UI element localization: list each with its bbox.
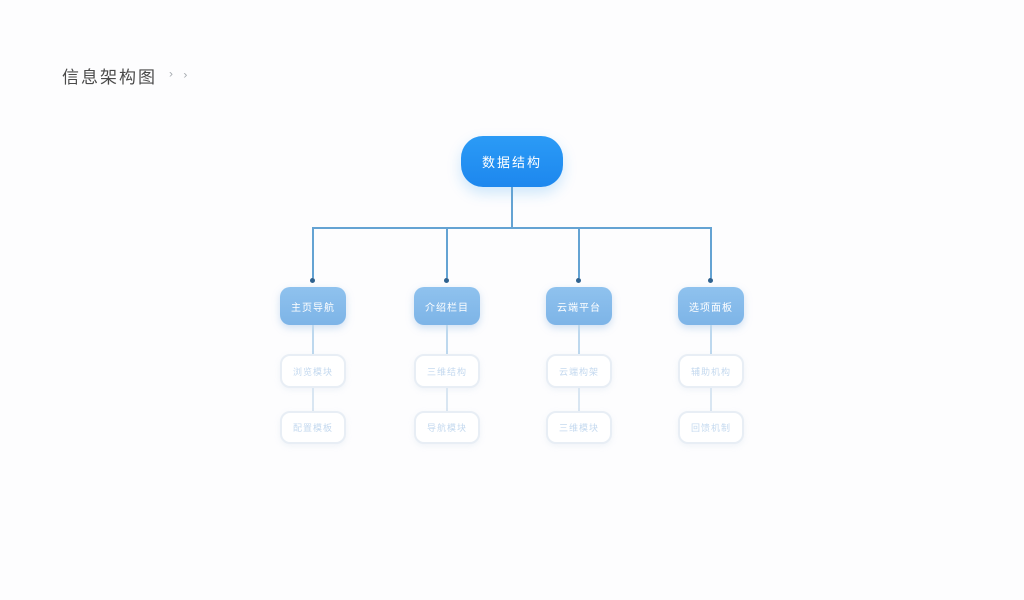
diagram-root-label: 数据结构: [481, 155, 542, 170]
diagram-branch-node[interactable]: 主页导航: [280, 287, 346, 325]
connector-branch-leaf: [312, 325, 314, 354]
diagram-leaf-node[interactable]: 回馈机制: [678, 411, 744, 444]
diagram-leaf-label: 配置模板: [292, 423, 333, 433]
diagram-branch-node[interactable]: 选项面板: [678, 287, 744, 325]
connector-leaf-leaf: [312, 388, 314, 411]
diagram-leaf-label: 云端构架: [558, 366, 599, 377]
connector-branch-leaf: [446, 325, 448, 354]
diagram-leaf-label: 三维模块: [558, 423, 599, 433]
connector-drop-3: [578, 228, 580, 278]
diagram-branch-column: 选项面板 辅助机构 回馈机制: [678, 287, 744, 444]
connector-dot-4: [708, 278, 713, 283]
diagram-branch-node[interactable]: 云端平台: [546, 287, 612, 325]
connector-drop-2: [446, 228, 448, 278]
diagram-leaf-node[interactable]: 三维结构: [414, 354, 480, 388]
diagram-leaf-label: 浏览模块: [292, 366, 333, 377]
diagram-leaf-label: 三维结构: [426, 366, 467, 377]
diagram-leaf-node[interactable]: 三维模块: [546, 411, 612, 444]
connector-leaf-leaf: [710, 388, 712, 411]
diagram-branch-column: 介绍栏目 三维结构 导航模块: [414, 287, 480, 444]
connector-dot-2: [444, 278, 449, 283]
diagram-leaf-node[interactable]: 导航模块: [414, 411, 480, 444]
diagram-branch-label: 介绍栏目: [425, 302, 469, 314]
diagram-root-node[interactable]: 数据结构: [461, 136, 563, 187]
diagram-branch-label: 选项面板: [689, 302, 733, 314]
diagram-branch-label: 云端平台: [557, 302, 601, 314]
connector-leaf-leaf: [578, 388, 580, 411]
diagram-branch-column: 云端平台 云端构架 三维模块: [546, 287, 612, 444]
diagram-leaf-node[interactable]: 浏览模块: [280, 354, 346, 388]
diagram-leaf-node[interactable]: 配置模板: [280, 411, 346, 444]
diagram-leaf-label: 辅助机构: [690, 366, 731, 377]
diagram-leaf-node[interactable]: 辅助机构: [678, 354, 744, 388]
diagram-leaf-label: 导航模块: [426, 423, 467, 433]
connector-drop-4: [710, 228, 712, 278]
connector-dot-1: [310, 278, 315, 283]
diagram-leaf-label: 回馈机制: [690, 423, 731, 433]
chevron-right-icon: ›: [183, 68, 188, 82]
diagram-branch-column: 主页导航 浏览模块 配置模板: [280, 287, 346, 444]
connector-drop-1: [312, 228, 314, 278]
connector-branch-leaf: [578, 325, 580, 354]
chevron-right-icon: ›: [169, 67, 173, 81]
diagram-branch-node[interactable]: 介绍栏目: [414, 287, 480, 325]
connector-branch-leaf: [710, 325, 712, 354]
connector-leaf-leaf: [446, 388, 448, 411]
connector-root-stem: [511, 187, 513, 228]
page-title: 信息架构图: [62, 68, 157, 87]
breadcrumb: › ›: [169, 67, 194, 82]
connector-dot-3: [576, 278, 581, 283]
diagram-branch-label: 主页导航: [291, 302, 335, 314]
diagram-leaf-node[interactable]: 云端构架: [546, 354, 612, 388]
connector-horizontal: [312, 227, 712, 229]
